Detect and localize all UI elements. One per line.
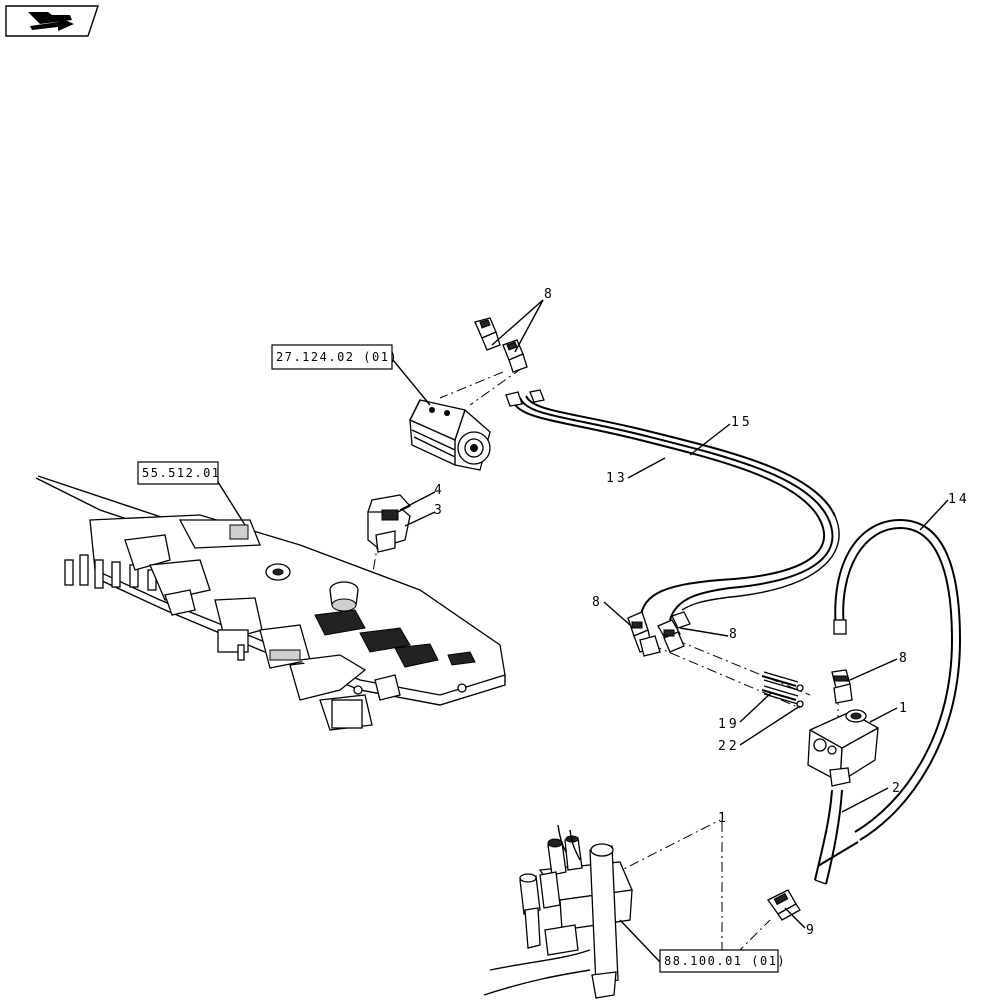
callout-14: 14: [948, 492, 970, 507]
callout-9: 9: [806, 923, 817, 938]
callout-2: 2: [892, 781, 903, 796]
callout-3: 3: [434, 503, 445, 518]
callout-8-left: 8: [592, 595, 603, 610]
ref-55-512-01-text: 55.512.01: [142, 466, 221, 480]
nav-button[interactable]: [5, 5, 99, 37]
fitting-9: [767, 889, 801, 921]
ref-box-27-124-02[interactable]: 27.124.02 (01): [271, 344, 398, 370]
callout-4: 4: [434, 483, 445, 498]
control-panel-assembly: [35, 475, 506, 731]
callout-8-right: 8: [899, 651, 910, 666]
panel-pins: [64, 554, 157, 591]
leader-lines: [217, 299, 949, 963]
fitting-8-right: [831, 669, 853, 704]
callout-15: 15: [731, 415, 753, 430]
ref-box-55-512-01[interactable]: 55.512.01: [137, 461, 221, 485]
callout-1-lower: 1: [718, 811, 729, 826]
hoses-13-15: [505, 389, 840, 626]
ref-27-124-02-text: 27.124.02 (01): [276, 350, 398, 364]
valve-1: [807, 709, 879, 787]
fitting-8-top-b: [502, 339, 528, 373]
elbow-fitting-8-right: [657, 611, 691, 653]
bolts-19-22: [761, 671, 804, 708]
callout-13: 13: [606, 471, 628, 486]
ref-box-88-100-01[interactable]: 88.100.01 (01): [659, 949, 786, 973]
callout-8-top: 8: [544, 287, 555, 302]
callout-22: 22: [718, 739, 740, 754]
valve-block-assembly: [483, 824, 633, 999]
elbow-fitting-8-left: [627, 611, 661, 657]
folder-arrow-icon: [28, 12, 74, 31]
air-cylinder: [409, 399, 491, 471]
ref-88-100-01-text: 88.100.01 (01): [664, 954, 786, 968]
callouts: 8 15 13 4 3 14 8 8 8 1 19 22 2 1 9: [434, 287, 970, 938]
callout-1: 1: [899, 701, 910, 716]
hose-2: [814, 789, 859, 885]
callout-8-mid: 8: [729, 627, 740, 642]
hose-14: [833, 518, 962, 841]
callout-19: 19: [718, 717, 740, 732]
rocker-switch: [367, 494, 412, 553]
fitting-8-top-a: [474, 317, 501, 351]
